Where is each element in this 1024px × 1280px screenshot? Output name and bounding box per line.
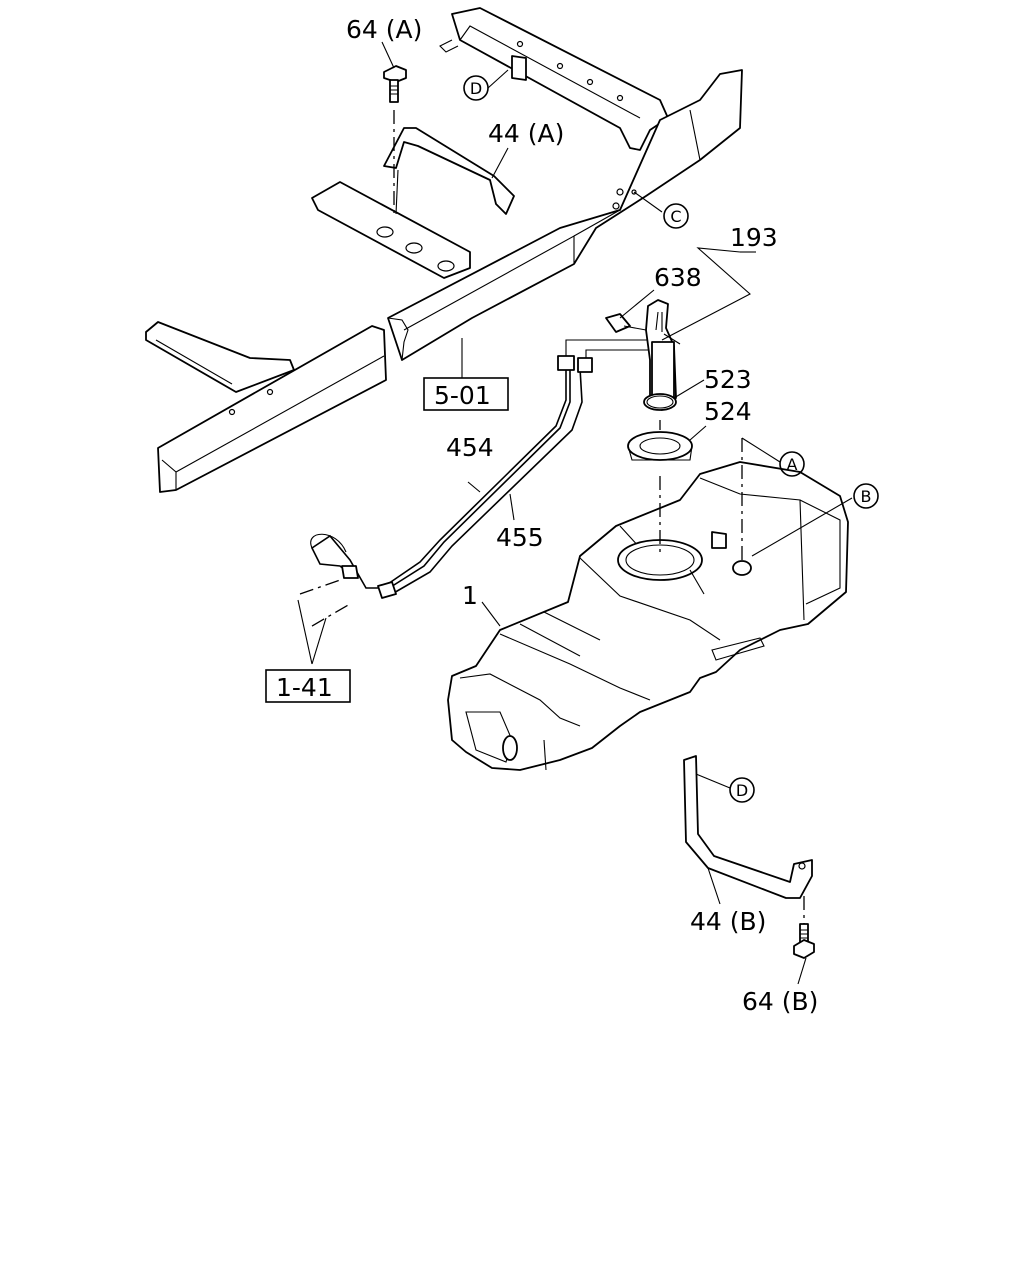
label-harness: 638	[654, 263, 702, 292]
label-bracket-b: 44 (B)	[690, 907, 766, 936]
bolt-b	[793, 896, 815, 959]
label-bolt-a: 64 (A)	[346, 15, 422, 44]
alignment-lines	[299, 420, 743, 627]
ref-box-pipes: 1-41	[265, 669, 351, 703]
part-labels: 64 (A) 44 (A) 193 638 523 524 454 455 1 …	[346, 15, 818, 1016]
fuel-tank	[447, 461, 849, 771]
label-bolt-b: 64 (B)	[742, 987, 818, 1016]
svg-text:A: A	[787, 455, 798, 474]
ref-frame-label: 5-01	[434, 381, 491, 410]
svg-text:D: D	[470, 79, 482, 98]
ref-pipes-label: 1-41	[276, 673, 333, 702]
leader-lines	[297, 41, 853, 985]
label-return-pipe: 455	[496, 523, 544, 552]
chassis-frame	[145, 7, 743, 493]
callout-d-bottom: D	[729, 777, 755, 803]
callout-a: A	[779, 451, 805, 477]
bolt-a	[383, 65, 407, 214]
label-feed-pipe: 454	[446, 433, 494, 462]
retainer-524	[627, 431, 693, 461]
callout-d-top: D	[463, 75, 489, 101]
svg-text:C: C	[670, 207, 681, 226]
svg-text:D: D	[736, 781, 748, 800]
label-o-ring: 523	[704, 365, 752, 394]
bracket-a	[383, 127, 515, 215]
svg-text:B: B	[861, 487, 872, 506]
label-fuel-pump: 193	[730, 223, 778, 252]
callout-c: C	[663, 203, 689, 229]
label-retainer: 524	[704, 397, 752, 426]
fuel-pump-assembly	[605, 299, 681, 411]
fuel-pipes	[310, 339, 648, 599]
label-tank: 1	[462, 581, 478, 610]
ref-box-frame: 5-01	[423, 377, 509, 411]
label-bracket-a: 44 (A)	[488, 119, 564, 148]
callout-b: B	[853, 483, 879, 509]
o-ring-523	[643, 393, 677, 411]
